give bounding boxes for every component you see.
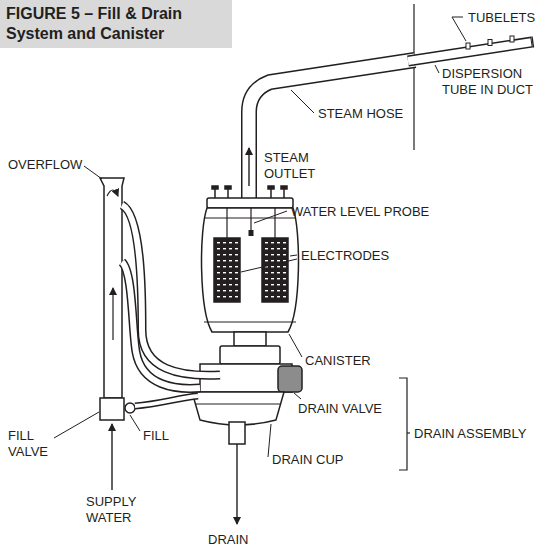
dispersion-tube — [488, 40, 492, 46]
dispersion-tube — [408, 42, 531, 61]
drain-assembly-drawing — [278, 366, 302, 392]
leader-lines — [291, 90, 314, 113]
part-label: WATER LEVEL PROBE — [291, 204, 429, 220]
leader-lines — [268, 424, 271, 457]
canister — [204, 218, 296, 219]
part-label: STEAM OUTLET — [264, 150, 326, 182]
leader-lines — [294, 393, 301, 399]
leader-lines — [241, 259, 297, 272]
steam-hose — [249, 60, 415, 198]
dispersion-tube — [510, 36, 514, 42]
canister — [226, 208, 227, 238]
steam-hose — [249, 60, 415, 198]
fill-hoses — [135, 396, 198, 406]
dispersion-tube — [408, 42, 532, 61]
drain-assembly-drawing — [229, 422, 245, 444]
canister — [207, 198, 293, 208]
part-label: DRAIN — [208, 532, 248, 548]
leader-lines — [54, 17, 466, 457]
part-label: TUBELETS — [468, 10, 535, 26]
steam-flow-arrow — [248, 148, 249, 186]
dispersion-tube — [408, 36, 534, 61]
drain-assembly-drawing — [220, 346, 280, 364]
steam-hose — [249, 60, 415, 198]
canister — [225, 186, 231, 189]
duct-wall — [413, 4, 414, 150]
fill-assembly — [125, 403, 135, 413]
fill-hoses — [122, 262, 200, 388]
drain-assembly-drawing — [234, 332, 266, 346]
canister — [249, 230, 254, 236]
leader-lines — [289, 334, 302, 357]
canister — [202, 208, 299, 332]
part-label: SUPPLY WATER — [86, 494, 148, 526]
leader-lines — [54, 412, 99, 438]
leader-lines — [290, 255, 297, 256]
canister — [202, 186, 299, 332]
fill-assembly — [100, 178, 124, 398]
canister — [274, 208, 275, 238]
assembly-bracket — [399, 378, 410, 470]
canister — [214, 238, 240, 302]
steam-flow-arrow — [249, 148, 250, 186]
fill-assembly — [100, 398, 124, 420]
part-label: DRAIN VALVE — [298, 401, 382, 417]
fill-hoses — [122, 262, 200, 388]
canister — [281, 186, 287, 189]
leader-lines — [254, 211, 287, 223]
fill-hoses — [135, 396, 198, 406]
title-band — [0, 0, 232, 48]
part-label: CANISTER — [305, 353, 371, 369]
title-band — [0, 0, 232, 48]
part-label: OVERFLOW — [8, 157, 82, 173]
canister — [250, 208, 251, 232]
part-label: FILL VALVE — [8, 428, 58, 460]
leader-lines — [435, 65, 439, 73]
figure-title: FIGURE 5 – Fill & Drain System and Canis… — [6, 4, 228, 44]
part-label: ELECTRODES — [301, 248, 389, 264]
assembly-bracket — [399, 378, 407, 470]
duct-wall — [414, 4, 415, 150]
part-label: DISPERSION TUBE IN DUCT — [442, 66, 542, 98]
canister — [212, 186, 218, 189]
drain-assembly-drawing — [192, 332, 302, 524]
fill-assembly — [111, 424, 112, 490]
fill-assembly — [107, 190, 118, 196]
canister — [204, 322, 296, 323]
drain-assembly-drawing — [236, 444, 237, 524]
dispersion-tube — [532, 37, 534, 48]
leader-lines — [84, 166, 102, 179]
canister — [262, 238, 288, 302]
part-label: FILL — [143, 428, 169, 444]
drain-assembly-drawing — [192, 392, 284, 425]
assembly-bracket — [407, 432, 410, 433]
leader-lines — [452, 17, 466, 41]
part-label: DRAIN CUP — [272, 452, 344, 468]
part-label: STEAM HOSE — [318, 106, 403, 122]
dispersion-tube — [466, 43, 470, 49]
leader-lines — [130, 415, 140, 431]
canister — [268, 186, 274, 189]
drain-assembly-drawing — [196, 404, 280, 405]
part-label: DRAIN ASSEMBLY — [414, 426, 526, 442]
fill-assembly — [112, 288, 113, 340]
fill-hoses — [122, 205, 220, 406]
